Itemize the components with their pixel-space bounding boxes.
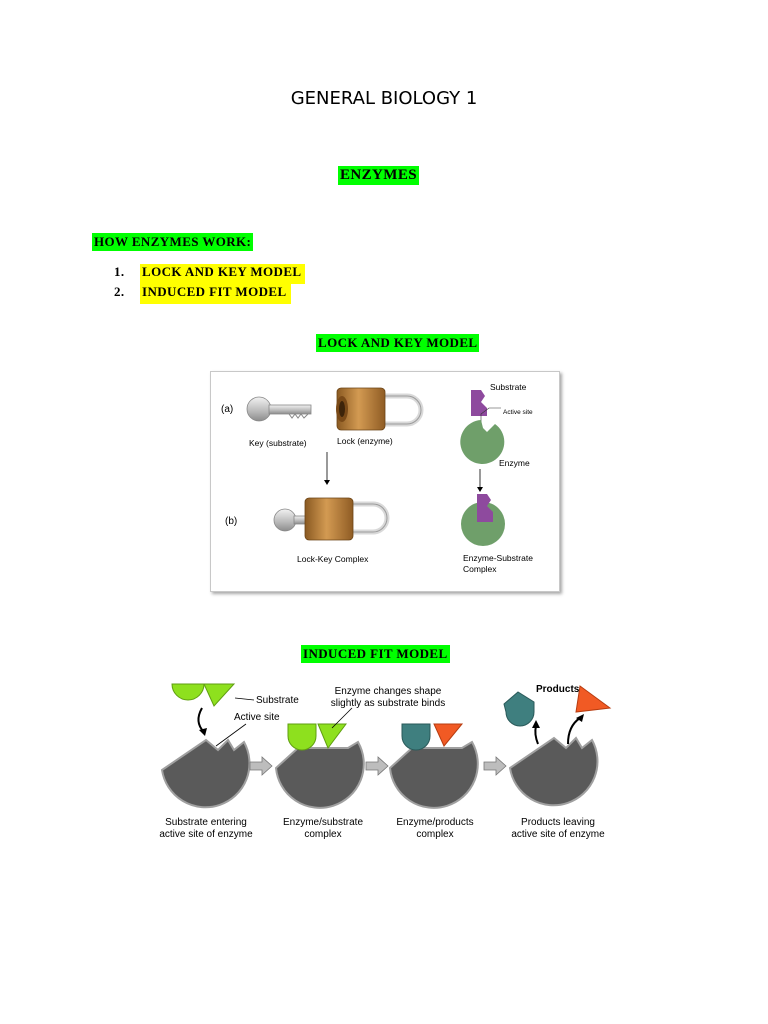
section-title-enzymes: ENZYMES (338, 166, 419, 185)
active-site-pointer (480, 407, 501, 422)
stage3-caption-line1: Enzyme/products (396, 817, 473, 828)
change-label-line2: slightly as substrate binds (331, 698, 446, 709)
products-label: Products (536, 684, 580, 695)
label-b: (b) (225, 516, 237, 527)
lock-key-diagram: (a) Key (substrate) Lock (enzyme) Substr… (221, 382, 533, 574)
induced-fit-figure: Substrate Active site Enzyme changes sha… (152, 678, 616, 846)
substrate-shape-icon (471, 390, 487, 416)
stage1-caption-line2: active site of enzyme (159, 829, 253, 840)
stage4-caption-line1: Products leaving (521, 817, 595, 828)
curved-arrow-icon (197, 707, 205, 733)
block-arrow-icon (483, 756, 507, 776)
enzyme-shape-icon (388, 740, 479, 809)
enzyme-shape-icon (508, 736, 599, 807)
label-a: (a) (221, 404, 233, 415)
substrate-label: Substrate (490, 382, 527, 392)
enzyme-shape-icon (274, 740, 365, 809)
enzyme-label: Enzyme (499, 458, 530, 468)
lock-icon (336, 387, 424, 431)
lock-key-complex-icon (273, 497, 390, 541)
active-site-label: Active site (503, 409, 533, 416)
induced-fit-heading: INDUCED FIT MODEL (301, 645, 450, 663)
key-icon (246, 396, 312, 422)
active-site-label: Active site (234, 712, 280, 723)
list-number: 1. (114, 264, 125, 279)
lock-label: Lock (enzyme) (337, 436, 393, 446)
list-text: INDUCED FIT MODEL (140, 284, 291, 304)
stage3-caption-line2: complex (416, 829, 453, 840)
lock-key-complex-label: Lock-Key Complex (297, 554, 369, 564)
list-item: 2. INDUCED FIT MODEL (114, 284, 305, 304)
lock-key-heading: LOCK AND KEY MODEL (316, 334, 480, 352)
stage2-caption-line2: complex (304, 829, 341, 840)
list-number: 2. (114, 284, 125, 299)
change-label-line1: Enzyme changes shape (335, 686, 442, 697)
block-arrow-icon (365, 756, 389, 776)
stage2-caption-line1: Enzyme/substrate (283, 817, 363, 828)
bound-products-icon (401, 723, 464, 751)
stage4-caption-line2: active site of enzyme (511, 829, 605, 840)
products-icon (503, 685, 612, 727)
bound-substrate-icon (287, 723, 347, 751)
curved-arrow-icon (534, 725, 539, 745)
curved-arrow-icon (567, 717, 581, 745)
model-list: 1. LOCK AND KEY MODEL 2. INDUCED FIT MOD… (114, 264, 306, 304)
stage1-caption-line1: Substrate entering (165, 817, 247, 828)
enzyme-shape-icon (160, 738, 251, 809)
list-item: 1. LOCK AND KEY MODEL (114, 264, 306, 284)
lock-key-figure: (a) Key (substrate) Lock (enzyme) Substr… (210, 371, 560, 592)
key-label: Key (substrate) (249, 438, 307, 448)
list-text: LOCK AND KEY MODEL (140, 264, 306, 284)
es-complex-label-line1: Enzyme-Substrate (463, 553, 533, 563)
es-complex-label-line2: Complex (463, 564, 497, 574)
block-arrow-icon (249, 756, 273, 776)
document-title: GENERAL BIOLOGY 1 (290, 88, 478, 109)
enzyme-shape-icon (460, 420, 505, 464)
substrate-label: Substrate (256, 695, 299, 706)
subheading-how-enzymes-work: HOW ENZYMES WORK: (92, 233, 254, 251)
induced-fit-diagram: Substrate Active site Enzyme changes sha… (159, 683, 612, 840)
substrate-shape-icon (171, 683, 236, 707)
enzyme-substrate-complex-icon (461, 494, 505, 546)
